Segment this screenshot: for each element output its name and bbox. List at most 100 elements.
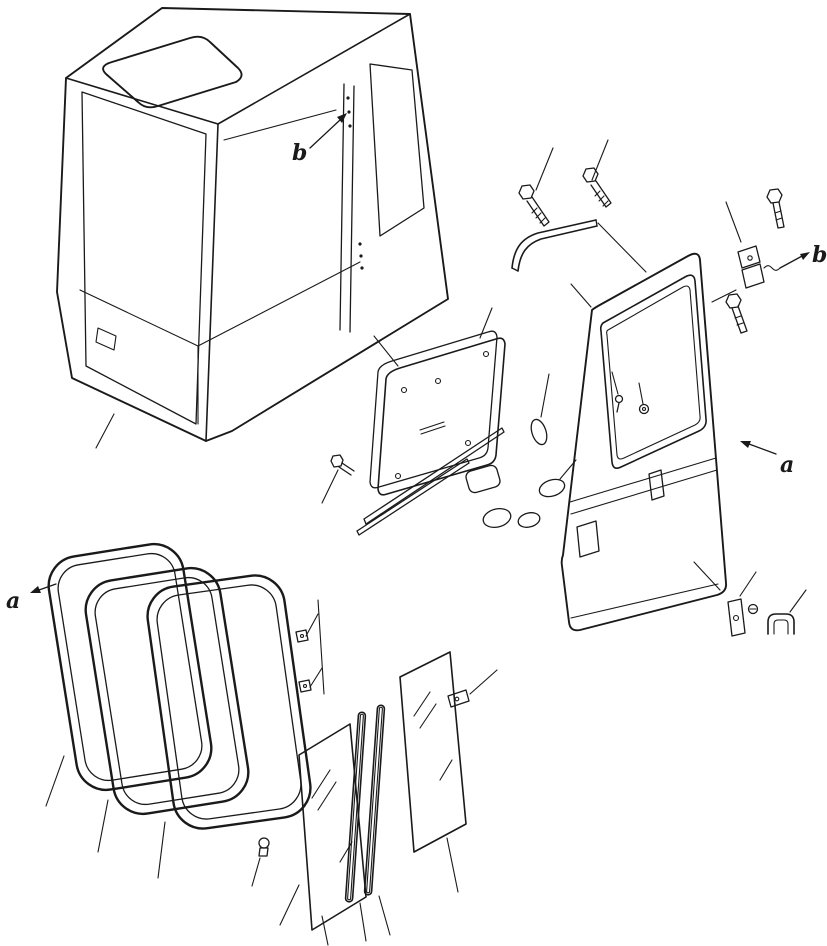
leader-line	[373, 335, 399, 367]
glass-pane-front	[298, 723, 367, 931]
leader-line	[711, 289, 737, 303]
glass-run-channel-inner	[347, 713, 364, 901]
grommet-clip-base	[258, 847, 269, 857]
panel-gasket-outline	[369, 330, 498, 489]
panel-hole	[482, 350, 490, 358]
leader-line	[611, 371, 619, 395]
pillar-bolt-hole	[347, 110, 351, 114]
leader-line	[309, 667, 323, 688]
leader-line	[789, 589, 807, 613]
skylight-opening	[102, 35, 243, 109]
door-window-frame-inner	[606, 285, 701, 460]
arrow-line-b-right	[779, 254, 805, 269]
window-lock-stem	[616, 402, 620, 413]
view-label-b-right-group: b	[779, 242, 827, 269]
view-label-b-top-group: b	[292, 113, 347, 166]
trim-strip-long	[363, 427, 505, 525]
pillar-bolt-hole	[346, 96, 350, 100]
leader-line	[559, 459, 577, 480]
pillar-bolt-hole	[360, 266, 364, 270]
door-pillar-line-2	[349, 85, 355, 333]
striker-plate-hole	[732, 614, 740, 622]
cab-outline	[56, 7, 449, 442]
view-label-b-top: b	[292, 140, 307, 166]
top-fasteners-and-handle	[511, 139, 647, 273]
seal-frame-2-inner	[94, 576, 240, 806]
view-label-a-left-group: a	[6, 583, 57, 614]
glass-bracket-hole	[454, 696, 460, 702]
door-window-frame-outer	[599, 274, 707, 469]
cab-interior-floor-lines	[79, 261, 361, 347]
bolt-threads	[774, 210, 783, 221]
panel-hole	[434, 377, 442, 385]
arrowhead-b-right	[800, 252, 810, 260]
glass-run-channel	[363, 704, 386, 896]
leader-line	[638, 382, 644, 405]
leader-line	[591, 139, 609, 181]
leader-line	[279, 884, 300, 926]
glass-reflection-lines	[311, 769, 353, 863]
cab-interior-bracket	[95, 327, 117, 351]
grab-handle-end-caps	[511, 219, 598, 272]
door-outline	[560, 252, 728, 632]
seal-frame-1-outer	[47, 542, 213, 792]
grommet-clip	[258, 837, 270, 849]
door-opening-header-line	[223, 109, 337, 141]
cab-assembly	[56, 7, 449, 449]
window-lock-knob	[614, 394, 624, 404]
pillar-bolt-hole	[359, 254, 363, 258]
door-assembly	[560, 252, 728, 632]
cab-leader-line	[95, 413, 115, 449]
glass-reflection-lines	[413, 691, 453, 781]
bolt-shaft	[590, 180, 612, 208]
leader-line	[317, 599, 325, 695]
view-label-b-right: b	[812, 242, 827, 268]
round-screw	[747, 603, 759, 615]
u-clip-outer	[767, 613, 795, 635]
frame-clip-hole	[302, 683, 308, 689]
hinge-pin	[747, 255, 753, 261]
grommets-and-pads	[465, 373, 577, 529]
windshield-opening	[81, 91, 207, 425]
bolt-head	[582, 167, 599, 183]
glass-run-channel	[344, 711, 367, 903]
panel-hole	[394, 472, 402, 480]
trim-strip-short	[356, 458, 470, 536]
leader-line	[469, 669, 498, 695]
bolt-shaft	[731, 305, 748, 334]
grab-handle	[511, 219, 597, 269]
window-frame-3-inner	[156, 584, 302, 820]
bolt-head	[725, 293, 742, 309]
small-bolt-head	[330, 454, 344, 468]
view-label-a-left: a	[6, 588, 20, 614]
frame-clip	[295, 629, 309, 643]
glass-pane-rear	[399, 651, 467, 853]
pillar-bolt-hole	[348, 124, 352, 128]
glass-run-channel-inner	[366, 706, 383, 894]
arrowhead-a-left	[30, 586, 41, 593]
window-washer-hole	[641, 406, 647, 412]
leader-line	[739, 571, 757, 597]
leader-line	[157, 821, 166, 879]
arrow-line-a-left	[38, 583, 57, 591]
striker-plate	[727, 598, 746, 637]
door-pillar-line	[339, 83, 345, 331]
leader-line	[597, 222, 647, 273]
hinge-plate-lower	[741, 263, 765, 289]
door-lower-right-parts	[727, 571, 807, 637]
panel-slot	[419, 421, 446, 435]
frame-clip-hole	[299, 633, 305, 639]
leader-line	[305, 613, 319, 637]
leader-line	[725, 201, 742, 243]
leader-line	[446, 837, 459, 893]
window-frame-3-outer	[146, 574, 312, 830]
leader-line	[535, 147, 554, 191]
rear-side-window-opening	[369, 63, 425, 237]
bolt-head	[766, 188, 783, 204]
arrow-line-a-right	[748, 443, 777, 455]
oval-pad-vertical	[530, 418, 548, 446]
leader-line	[45, 755, 65, 807]
door-pocket	[576, 520, 600, 558]
leader-line	[693, 561, 721, 591]
rubber-pad	[465, 464, 501, 494]
